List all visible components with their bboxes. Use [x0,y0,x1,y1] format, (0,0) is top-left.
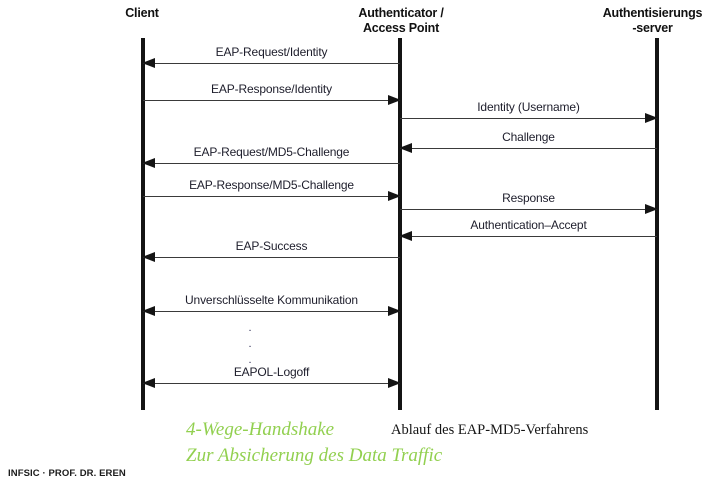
caption-green-line-2: Zur Absicherung des Data Traffic [186,445,443,466]
message-label: EAP-Success [235,239,308,253]
lifeline-header-authentication-server: Authentisierungs -server [602,6,703,35]
message-line [143,163,400,164]
message-line [400,209,657,210]
lifeline-bar-authentication-server [655,38,659,410]
arrowhead-left-icon [399,143,412,153]
arrowhead-left-icon [142,306,155,316]
message-label: EAP-Request/Identity [215,45,328,59]
message-label: EAP-Response/Identity [211,82,332,96]
lifeline-header-client: Client [125,6,159,20]
arrowhead-right-icon [388,95,401,105]
message-line [400,148,657,149]
message-label: EAP-Response/MD5-Challenge [189,178,354,192]
continuation-dot: . [248,354,252,366]
arrowhead-left-icon [142,378,155,388]
arrowhead-left-icon [399,231,412,241]
message-line [143,257,400,258]
diagram-caption: Ablauf des EAP-MD5-Verfahrens [391,422,589,438]
message-line [143,100,400,101]
arrowhead-left-icon [142,158,155,168]
lifeline-bar-authenticator [398,38,402,410]
message-label: Identity (Username) [477,100,580,114]
arrowhead-left-icon [142,58,155,68]
message-label: Response [502,191,555,205]
message-line [143,63,400,64]
message-line [143,383,400,384]
continuation-dot: . [248,322,252,334]
lifeline-header-authenticator: Authenticator / Access Point [358,6,444,35]
caption-green-line-1: 4-Wege-Handshake [186,419,335,440]
message-label: Challenge [502,130,555,144]
message-label: EAPOL-Logoff [233,365,310,379]
message-label: EAP-Request/MD5-Challenge [193,145,350,159]
message-line [400,118,657,119]
arrowhead-right-icon [388,306,401,316]
continuation-dot: . [248,338,252,350]
arrowhead-left-icon [142,252,155,262]
message-label: Unverschlüsselte Kommunikation [185,293,358,307]
arrowhead-right-icon [388,191,401,201]
arrowhead-right-icon [645,204,658,214]
arrowhead-right-icon [388,378,401,388]
lifeline-bar-client [141,38,145,410]
message-line [143,311,400,312]
message-line [400,236,657,237]
arrowhead-right-icon [645,113,658,123]
footer-credit: INFSIC · PROF. DR. EREN [8,468,126,479]
message-label: Authentication–Accept [470,218,587,232]
message-line [143,196,400,197]
continuation-dots: . . . [230,320,270,368]
